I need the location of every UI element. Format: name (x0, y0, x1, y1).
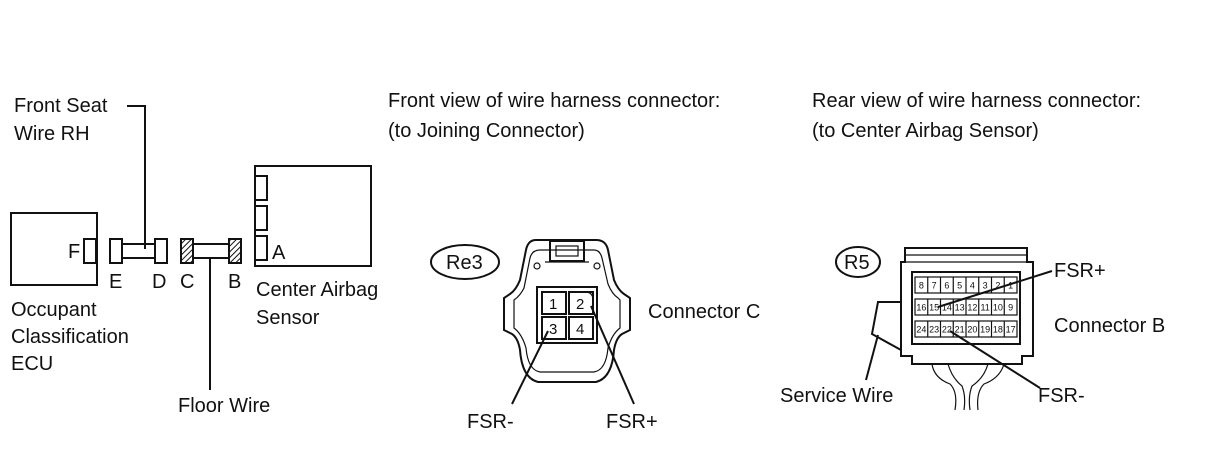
pin-label-16: 16 (916, 303, 926, 313)
center-airbag-connector-view: Rear view of wire harness connector: (to… (780, 90, 1165, 411)
middle-title-line2: (to Joining Connector) (388, 120, 585, 142)
connector-c-label: Connector C (648, 301, 760, 323)
fsr-plus-leader (590, 305, 635, 405)
pin-label-23: 23 (929, 325, 939, 335)
pin-2-key (584, 291, 594, 301)
pin-label-22: 22 (942, 325, 952, 335)
service-wire-body (870, 301, 902, 351)
pin-label-17: 17 (1006, 325, 1016, 335)
connector-c-key-right (593, 262, 601, 270)
joint-label-d: D (152, 271, 166, 293)
connector-c-pin-frame (536, 286, 598, 344)
pin-label-1: 1 (549, 296, 557, 313)
fsr-plus-label-b: FSR+ (1054, 260, 1106, 282)
pin-label-5: 5 (957, 281, 962, 291)
connector-c-latch (549, 240, 585, 262)
service-wire-leader (865, 334, 879, 381)
connector-c (180, 238, 194, 264)
front-seat-wire-label-line1: Front Seat (14, 95, 108, 117)
harness-wire-1 (931, 363, 957, 411)
right-title-line1: Rear view of wire harness connector: (812, 90, 1141, 112)
pin-label-11: 11 (980, 303, 989, 313)
pin-cell-3 (541, 316, 567, 340)
sensor-label-line2: Sensor (256, 307, 320, 329)
re3-badge (430, 244, 500, 280)
pin-label-8: 8 (919, 281, 924, 291)
connector-e (109, 238, 123, 264)
fsr-minus-leader-b (949, 330, 1041, 389)
front-seat-wire-leader (127, 105, 146, 249)
sensor-connector-label: A (272, 242, 286, 264)
connector-c-key-left (533, 262, 541, 270)
connector-c-inner-rim (513, 249, 621, 373)
pin-label-14: 14 (942, 303, 952, 313)
r5-badge (835, 246, 881, 278)
ecu-label-line2: Classification (11, 326, 129, 348)
pin-cell-1 (541, 291, 567, 315)
pin-cell-4 (568, 316, 594, 340)
pin-label-4: 4 (576, 321, 584, 338)
pin-label-6: 6 (944, 281, 949, 291)
r5-badge-text: R5 (844, 252, 870, 274)
fsr-plus-leader-b (937, 270, 1053, 308)
pin-label-10: 10 (993, 303, 1003, 313)
floor-wire-label: Floor Wire (178, 395, 270, 417)
pin-label-18: 18 (993, 325, 1003, 335)
left-schematic: Front Seat Wire RH F E D C B A Cente (10, 95, 378, 417)
pin-label-21: 21 (955, 325, 965, 335)
fsr-plus-label-c: FSR+ (606, 411, 658, 433)
sensor-label-line1: Center Airbag (256, 279, 378, 301)
pin-label-2: 2 (576, 296, 584, 313)
pin-label-20: 20 (967, 325, 977, 335)
joint-label-e: E (109, 271, 122, 293)
pin-label-24: 24 (916, 325, 926, 335)
connector-d (154, 238, 168, 264)
right-title-line2: (to Center Airbag Sensor) (812, 120, 1039, 142)
connector-b (228, 238, 242, 264)
connector-b-label: Connector B (1054, 315, 1165, 337)
harness-wire-3 (968, 363, 989, 411)
pin-label-7: 7 (932, 281, 937, 291)
joining-connector-view: Front view of wire harness connector: (t… (388, 90, 760, 433)
front-seat-wire-label-line2: Wire RH (14, 123, 90, 145)
pin-label-3: 3 (983, 281, 988, 291)
ecu-label-line1: Occupant (11, 299, 97, 321)
sensor-slot-1 (254, 175, 268, 201)
floor-wire-body (192, 243, 230, 259)
pin-label-2: 2 (995, 281, 1000, 291)
pin-label-13: 13 (955, 303, 965, 313)
service-wire-label: Service Wire (780, 385, 893, 407)
connector-c-housing (503, 239, 631, 383)
pin-label-1: 1 (1008, 281, 1013, 291)
connector-c-latch-inner (555, 245, 579, 257)
re3-badge-text: Re3 (446, 252, 483, 274)
pin-label-3: 3 (549, 321, 557, 338)
connector-b-housing (900, 247, 1034, 365)
fsr-minus-label-c: FSR- (467, 411, 514, 433)
front-seat-wire-body (121, 243, 156, 259)
joint-label-b: B (228, 271, 241, 293)
sensor-connector-a (254, 235, 268, 261)
fsr-minus-leader (511, 330, 549, 405)
pin-label-4: 4 (970, 281, 975, 291)
pin-cell-2 (568, 291, 594, 315)
pin-label-19: 19 (980, 325, 990, 335)
harness-wire-4 (977, 363, 1005, 411)
harness-wire-2 (947, 363, 966, 411)
joint-label-c: C (180, 271, 194, 293)
ecu-label-line3: ECU (11, 353, 53, 375)
ecu-connector-label: F (68, 241, 80, 263)
pin-label-9: 9 (1008, 303, 1013, 313)
pin-label-15: 15 (929, 303, 939, 313)
middle-title-line1: Front view of wire harness connector: (388, 90, 720, 112)
fsr-minus-label-b: FSR- (1038, 385, 1085, 407)
connector-b-pin-frame (911, 271, 1021, 345)
pin-label-12: 12 (967, 303, 977, 313)
ecu-connector-f (83, 238, 97, 264)
sensor-slot-2 (254, 205, 268, 231)
